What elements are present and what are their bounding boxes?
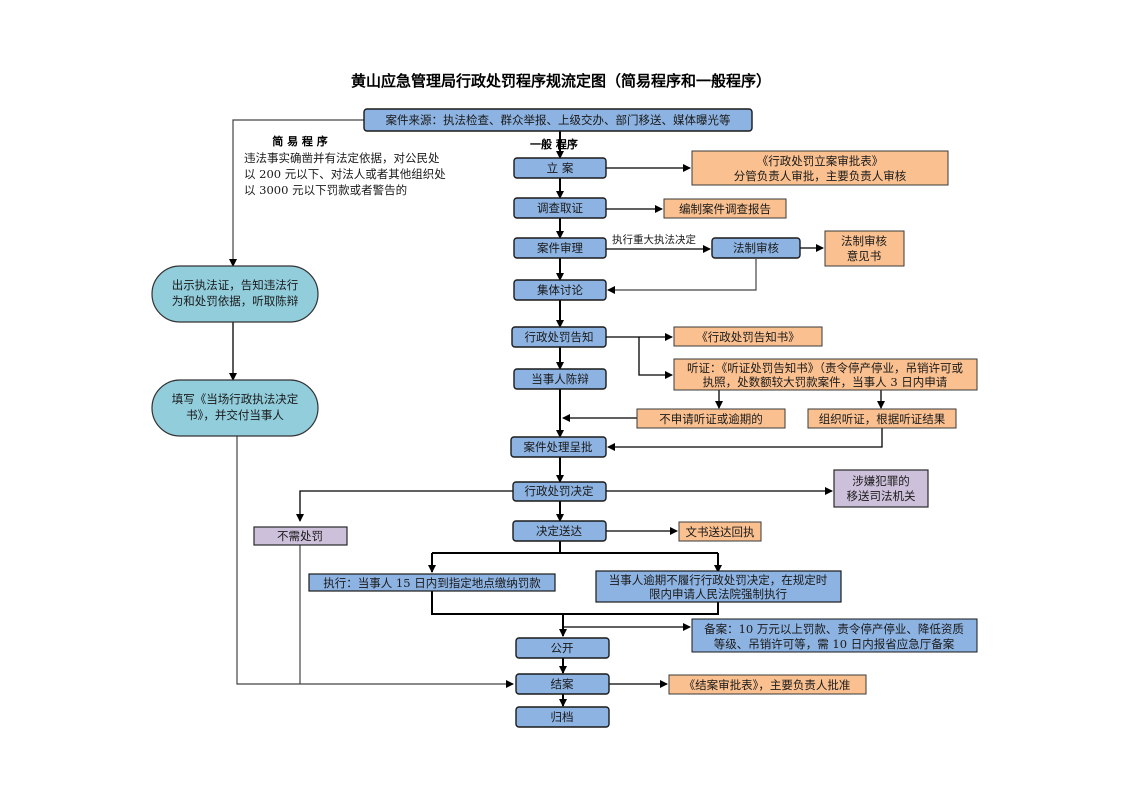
step-legal-review: 法制审核	[711, 237, 801, 259]
step-close: 结案	[515, 673, 610, 695]
svg-text:执照，处数额较大罚款案件，当事人 3 日内申请: 执照，处数额较大罚款案件，当事人 3 日内申请	[703, 375, 948, 389]
svg-text:归档: 归档	[551, 710, 574, 724]
doc-close-form: 《结案审批表》，主要负责人批准	[668, 674, 867, 695]
svg-text:备案：10 万元以上罚款、责令停产停业、降低资质: 备案：10 万元以上罚款、责令停产停业、降低资质	[704, 622, 964, 636]
arrow-simple-to-close	[236, 436, 514, 688]
svg-text:听证：《听证处罚告知书》（责令停产停业，吊销许可或: 听证：《听证处罚告知书》（责令停产停业，吊销许可或	[687, 361, 963, 375]
svg-text:分管负责人审批，主要负责人审核: 分管负责人审批，主要负责人审核	[734, 169, 907, 183]
arrow-legal-collective	[607, 259, 757, 294]
svg-text:不需处罚: 不需处罚	[277, 529, 323, 543]
svg-text:结案: 结案	[551, 677, 574, 691]
step-delivery: 决定送达	[512, 520, 607, 542]
step-filing: 立 案	[513, 157, 607, 179]
svg-text:法制审核: 法制审核	[733, 241, 779, 255]
svg-text:组织听证，根据听证结果: 组织听证，根据听证结果	[819, 412, 946, 426]
no-penalty-box: 不需处罚	[253, 526, 348, 546]
svg-text:公开: 公开	[551, 641, 574, 655]
connectors	[229, 119, 885, 707]
svg-text:案件审理: 案件审理	[537, 241, 583, 255]
svg-text:文书送达回执: 文书送达回执	[686, 525, 755, 539]
edge-label-major-decision: 执行重大执法决定	[612, 233, 696, 246]
svg-text:编制案件调查报告: 编制案件调查报告	[679, 202, 771, 216]
simple-criteria-line: 违法事实确凿并有法定依据，对公民处	[244, 151, 440, 165]
svg-text:行政处罚告知: 行政处罚告知	[525, 330, 594, 344]
svg-text:案件处理呈批: 案件处理呈批	[524, 440, 593, 454]
step-review: 案件审理	[513, 237, 607, 259]
doc-filing-form: 《行政处罚立案审批表》 分管负责人审批，主要负责人审核	[691, 150, 949, 186]
criminal-transfer-box: 涉嫌犯罪的 移送司法机关	[833, 469, 929, 508]
svg-text:填写《当场行政执法决定: 填写《当场行政执法决定	[172, 392, 299, 406]
svg-text:《行政处罚告知书》: 《行政处罚告知书》	[696, 330, 800, 344]
case-source-text: 案件来源：执法检查、群众举报、上级交办、部门移送、媒体曝光等	[386, 113, 731, 127]
svg-text:限内申请人民法院强制执行: 限内申请人民法院强制执行	[649, 587, 787, 601]
svg-text:出示执法证，告知违法行: 出示执法证，告知违法行	[172, 278, 299, 292]
svg-text:集体讨论: 集体讨论	[537, 283, 583, 297]
step-submit: 案件处理呈批	[510, 436, 607, 458]
arrow-hold-submit	[607, 428, 883, 451]
simple-step-fill-decision: 填写《当场行政执法决定 书》，并交付当事人	[151, 379, 319, 437]
doc-notice: 《行政处罚告知书》	[673, 326, 823, 347]
simple-step-show-license: 出示执法证，告知违法行 为和处罚依据，听取陈辩	[151, 265, 319, 323]
filing-record-box: 备案：10 万元以上罚款、责令停产停业、降低资质 等级、吊销许可等，需 10 日…	[691, 618, 978, 653]
svg-text:执行：当事人 15 日内到指定地点缴纳罚款: 执行：当事人 15 日内到指定地点缴纳罚款	[323, 576, 541, 590]
svg-text:意见书: 意见书	[847, 249, 882, 263]
general-heading: 一般 程序	[530, 137, 578, 151]
line-merge	[431, 591, 719, 615]
step-collective: 集体讨论	[513, 279, 607, 301]
svg-text:不申请听证或逾期的: 不申请听证或逾期的	[659, 412, 763, 426]
arrow-decision-nopenalty	[296, 490, 513, 522]
svg-text:涉嫌犯罪的: 涉嫌犯罪的	[852, 474, 910, 488]
step-archive: 归档	[515, 706, 610, 728]
execute-pay-box: 执行：当事人 15 日内到指定地点缴纳罚款	[308, 573, 556, 592]
doc-hold-hearing: 组织听证，根据听证结果	[807, 408, 957, 429]
step-investigation: 调查取证	[513, 197, 607, 219]
svg-text:法制审核: 法制审核	[841, 234, 887, 248]
svg-text:行政处罚决定: 行政处罚决定	[525, 484, 594, 498]
svg-text:《行政处罚立案审批表》: 《行政处罚立案审批表》	[757, 154, 884, 168]
step-notice: 行政处罚告知	[511, 326, 607, 348]
doc-delivery-receipt: 文书送达回执	[678, 521, 762, 542]
step-defense: 当事人陈辩	[513, 368, 607, 390]
arrow-notice-hearing	[638, 337, 673, 379]
svg-text:当事人陈辩: 当事人陈辩	[531, 372, 589, 386]
step-decision: 行政处罚决定	[512, 481, 607, 502]
svg-text:等级、吊销许可等，需 10 日内报省应急厅备案: 等级、吊销许可等，需 10 日内报省应急厅备案	[714, 637, 955, 651]
svg-text:《结案审批表》，主要负责人批准: 《结案审批表》，主要负责人批准	[684, 678, 851, 692]
svg-text:决定送达: 决定送达	[536, 524, 582, 538]
execute-court-box: 当事人逾期不履行行政处罚决定，在规定时 限内申请人民法院强制执行	[595, 570, 842, 603]
step-publicity: 公开	[515, 637, 610, 659]
diagram-title: 黄山应急管理局行政处罚程序规流定图（简易程序和一般程序）	[351, 72, 771, 90]
svg-text:移送司法机关: 移送司法机关	[847, 489, 916, 503]
doc-hearing: 听证：《听证处罚告知书》（责令停产停业，吊销许可或 执照，处数额较大罚款案件，当…	[673, 358, 978, 391]
svg-text:立 案: 立 案	[547, 161, 574, 175]
simple-criteria-line: 以 200 元以下、对法人或者其他组织处	[244, 167, 446, 181]
simple-criteria-line: 以 3000 元以下罚款或者警告的	[244, 183, 407, 197]
svg-text:为和处罚依据，听取陈辩: 为和处罚依据，听取陈辩	[172, 294, 299, 308]
svg-text:调查取证: 调查取证	[537, 201, 583, 215]
svg-text:书》，并交付当事人: 书》，并交付当事人	[186, 408, 284, 422]
arrow-source-to-simple	[229, 119, 364, 267]
doc-no-hearing: 不申请听证或逾期的	[636, 408, 786, 429]
svg-text:当事人逾期不履行行政处罚决定，在规定时: 当事人逾期不履行行政处罚决定，在规定时	[609, 573, 828, 587]
simple-heading: 简 易 程 序	[272, 134, 328, 148]
doc-investigation-report: 编制案件调查报告	[663, 198, 787, 219]
doc-legal-opinion: 法制审核 意见书	[824, 230, 905, 267]
case-source-box: 案件来源：执法检查、群众举报、上级交办、部门移送、媒体曝光等	[363, 108, 753, 132]
